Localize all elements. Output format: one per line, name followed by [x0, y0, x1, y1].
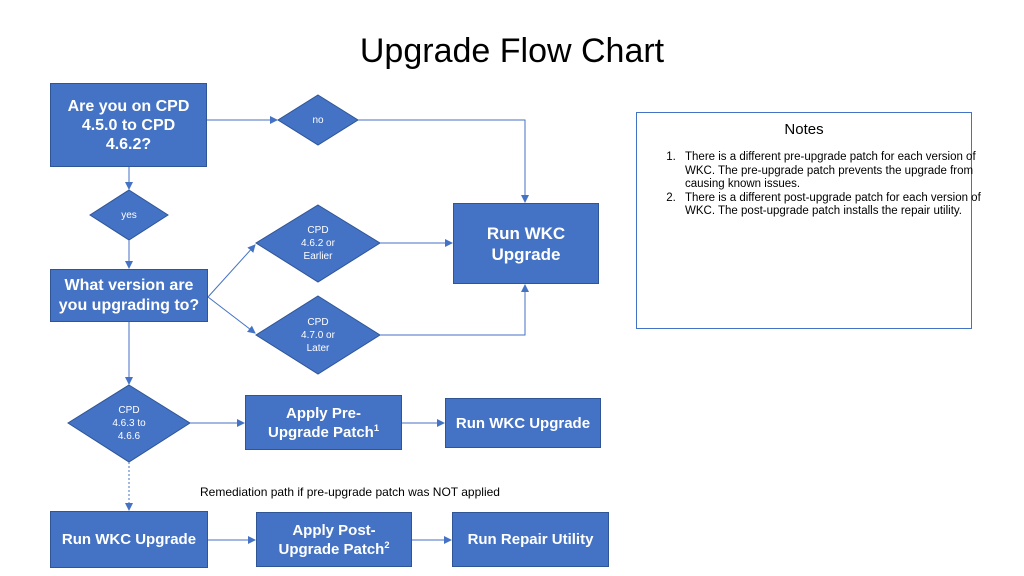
page-title: Upgrade Flow Chart: [359, 32, 665, 70]
notes-list: There is a different pre-upgrade patch f…: [643, 151, 997, 219]
decision-range-label: CPD 4.6.3 to 4.6.6: [112, 405, 146, 442]
decision-earlier-label: CPD 4.6.2 or Earlier: [301, 225, 335, 262]
decision-later: [255, 295, 381, 375]
decision-earlier: [255, 204, 381, 283]
arrow-version-to-earlier: [207, 244, 256, 298]
run-wkc-upgrade-top: Run WKC Upgrade: [453, 203, 599, 284]
decision-no-label: no: [312, 114, 324, 126]
note-item: There is a different post-upgrade patch …: [679, 192, 997, 219]
note-item: There is a different pre-upgrade patch f…: [679, 151, 997, 192]
apply-pre-upgrade-patch: Apply Pre- Upgrade Patch1: [245, 395, 402, 450]
arrow-no-to-run: [358, 119, 529, 203]
remediation-label: Remediation path if pre-upgrade patch wa…: [200, 485, 500, 499]
run-repair-utility: Run Repair Utility: [452, 512, 609, 567]
run-wkc-upgrade-bottom: Run WKC Upgrade: [50, 511, 208, 568]
footnote-2: 2: [384, 539, 390, 550]
upgrade-version-question: What version are you upgrading to?: [50, 269, 208, 322]
arrow-later-to-run: [380, 284, 529, 336]
footnote-1: 1: [373, 422, 380, 433]
notes-title: Notes: [784, 121, 824, 138]
decision-yes-label: yes: [121, 209, 137, 221]
apply-post-upgrade-patch: Apply Post- Upgrade Patch2: [256, 512, 412, 567]
decision-later-label: CPD 4.7.0 or Later: [301, 316, 335, 354]
arrow-version-to-later: [207, 296, 256, 334]
decision-no: [277, 94, 359, 146]
cpd-version-question: Are you on CPD 4.5.0 to CPD 4.6.2?: [50, 83, 207, 167]
notes-panel: Notes There is a different pre-upgrade p…: [636, 112, 981, 329]
run-wkc-upgrade-mid: Run WKC Upgrade: [445, 398, 601, 448]
